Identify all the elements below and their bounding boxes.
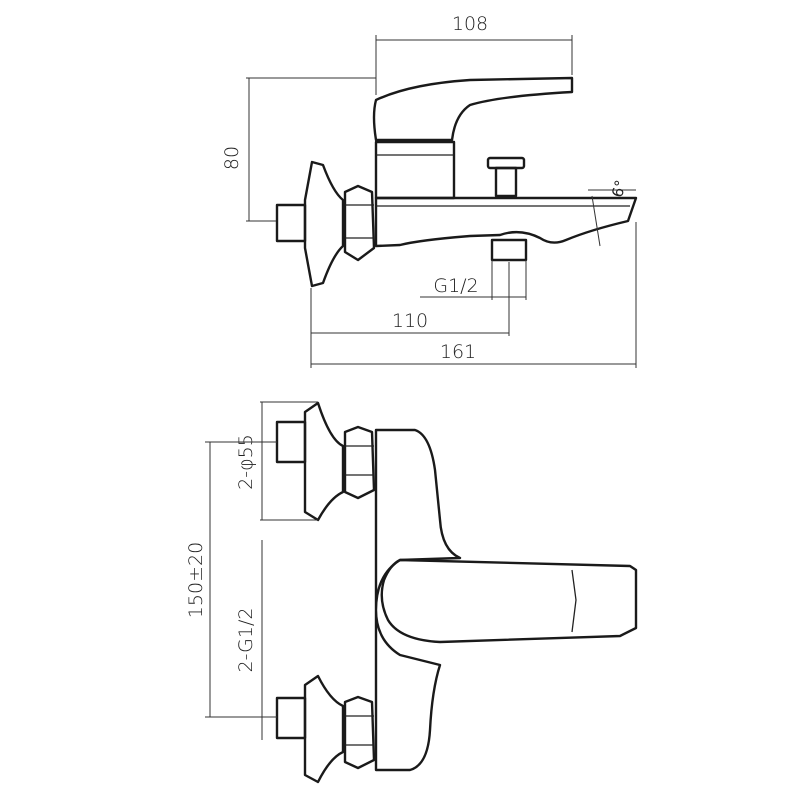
dim-110: 110 (392, 310, 428, 332)
plan-inlet-lower (275, 696, 307, 740)
side-shower-outlet (490, 238, 528, 262)
dim-angle: 6° (608, 178, 630, 199)
plan-nut-upper (343, 425, 376, 500)
side-handle-lever (372, 76, 574, 142)
side-view (275, 76, 638, 288)
plan-view-dimensions: 2-φ55 150±20 2-G1/2 (185, 401, 318, 740)
dim-g12-outlet: G1/2 (433, 275, 478, 297)
dim-80: 80 (221, 146, 243, 170)
plan-body (374, 428, 462, 772)
side-nut (343, 184, 376, 262)
plan-escutcheon-upper (303, 401, 345, 522)
plan-handle-lever (380, 558, 638, 644)
side-inlet-stub (275, 203, 307, 243)
side-diverter-stem (494, 166, 518, 198)
dim-161: 161 (440, 341, 476, 363)
side-body-spout (374, 196, 638, 248)
side-diverter-cap (486, 156, 526, 170)
plan-view (275, 401, 638, 784)
plan-lever-edge (571, 569, 577, 633)
plan-inlet-upper (275, 420, 307, 464)
dim-mount-holes: 2-φ55 (235, 434, 257, 490)
dim-inlet-thread: 2-G1/2 (235, 608, 257, 673)
dim-108: 108 (452, 13, 488, 35)
side-cartridge (374, 140, 456, 200)
dim-center-distance: 150±20 (185, 542, 207, 618)
side-view-dimensions: 108 80 6° G1/2 110 161 (221, 13, 637, 368)
side-escutcheon (303, 160, 345, 288)
plan-escutcheon-lower (303, 674, 345, 784)
plan-nut-lower (343, 695, 376, 770)
